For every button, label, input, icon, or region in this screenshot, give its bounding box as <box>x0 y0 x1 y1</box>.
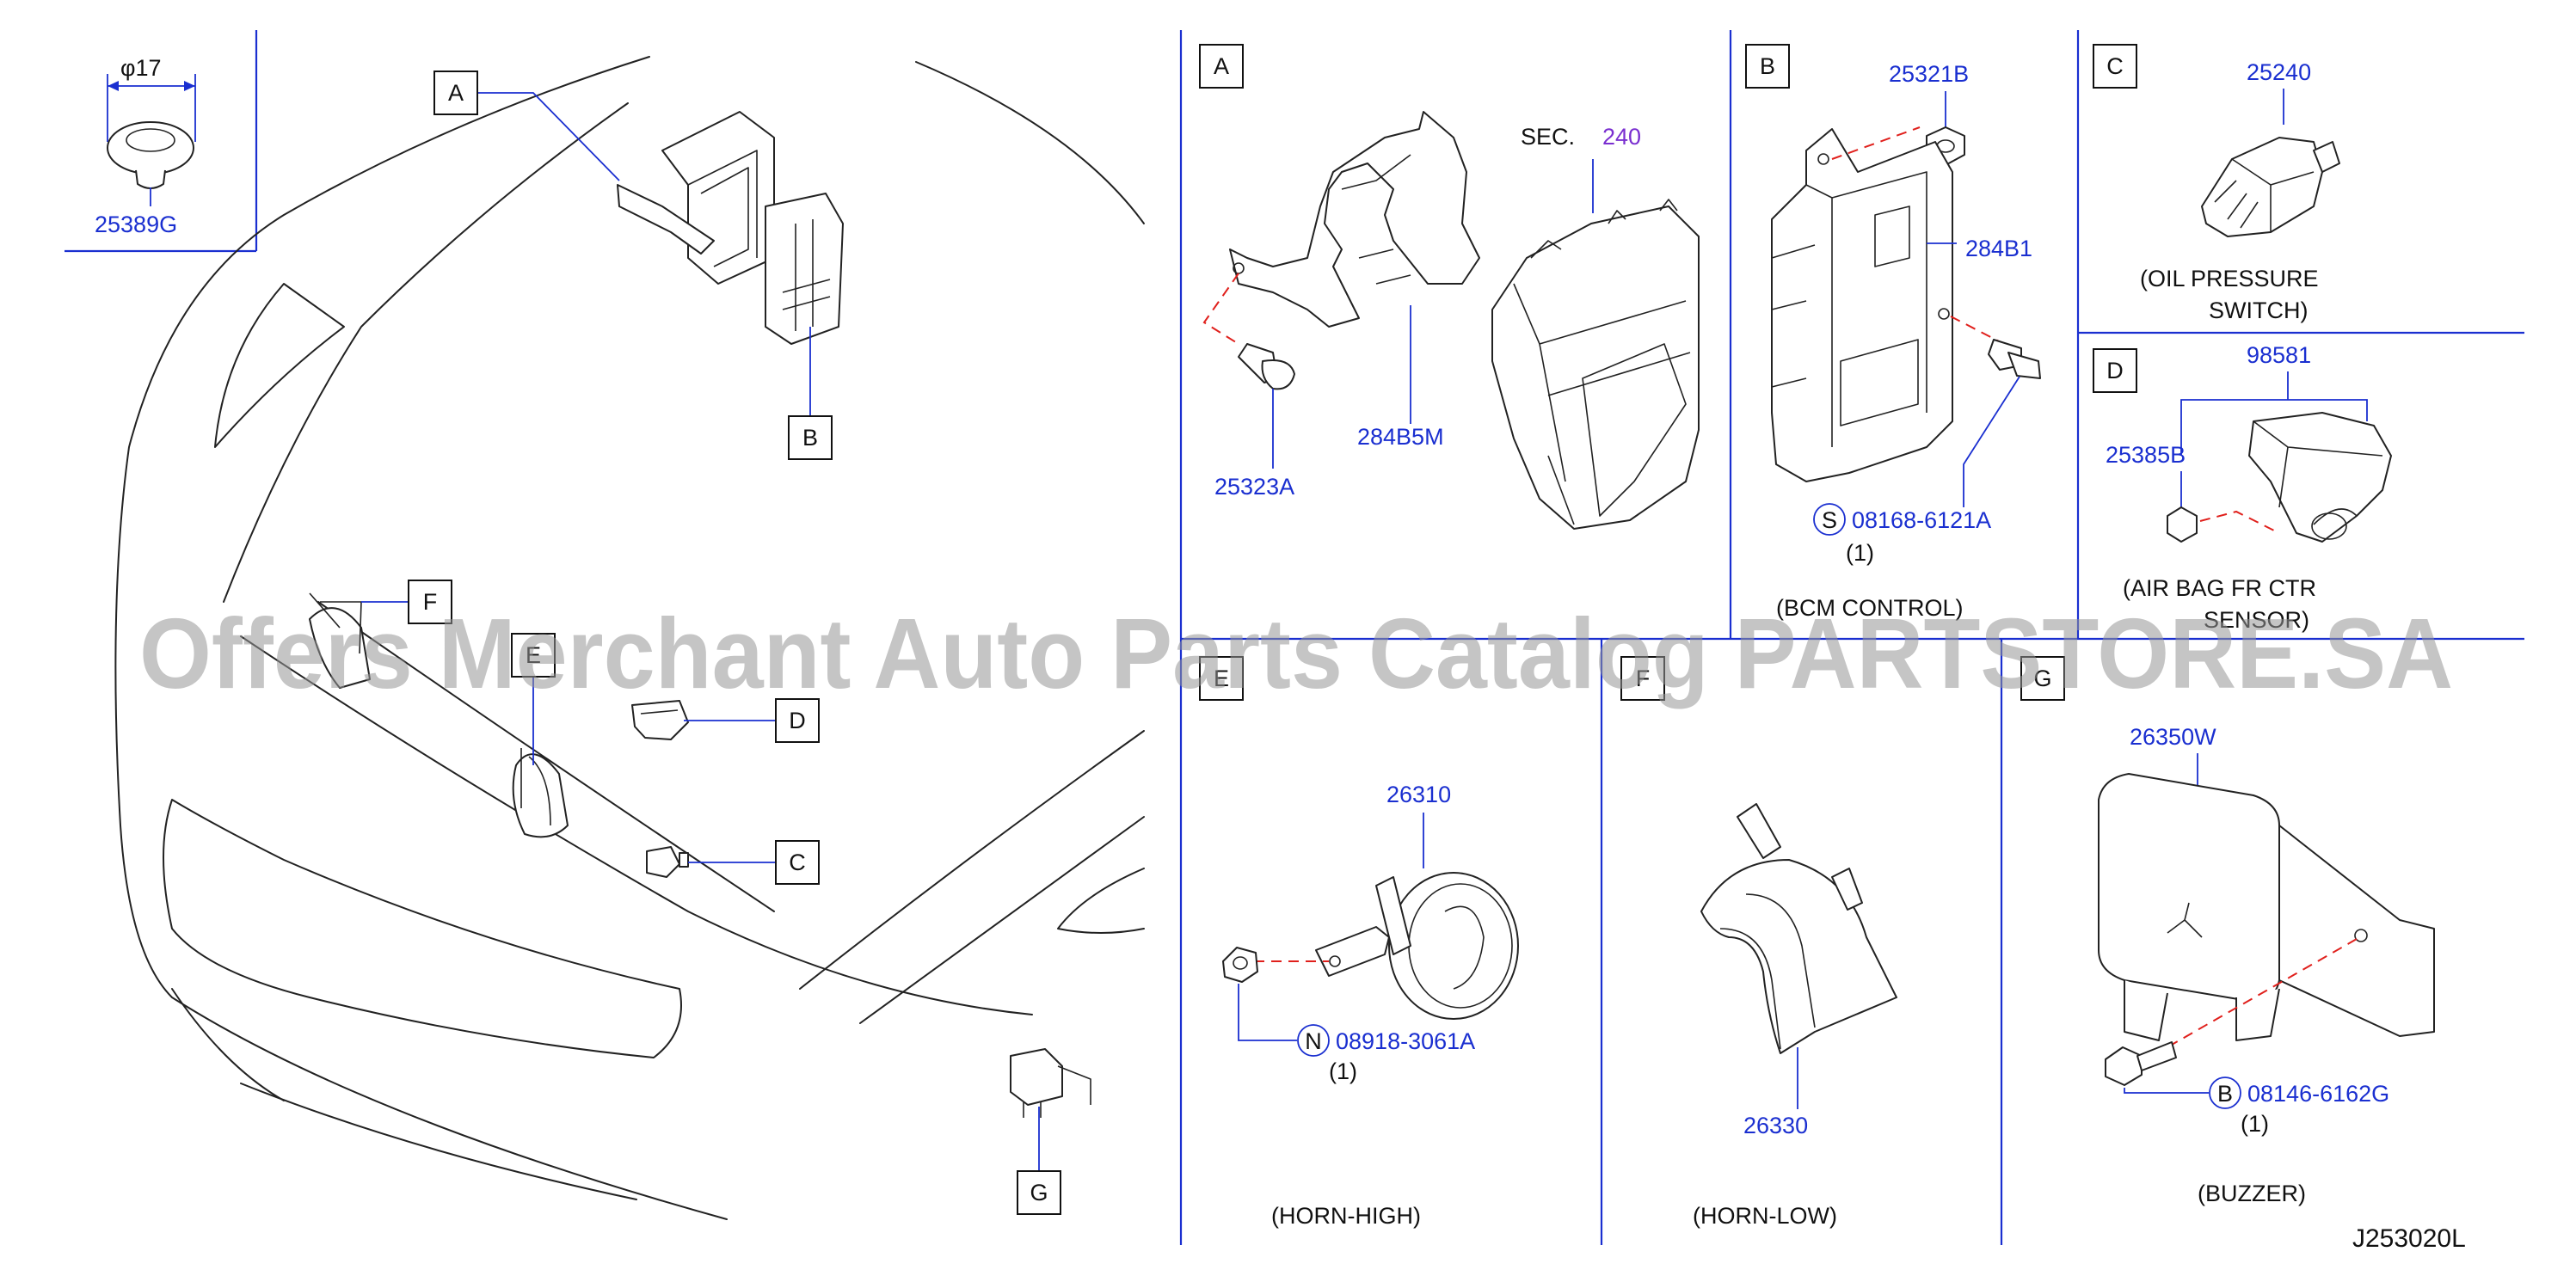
part-number-08168-6121a[interactable]: 08168-6121A <box>1852 507 1991 533</box>
callout-label-e: E <box>526 642 541 668</box>
panel-a-letter: A <box>1214 53 1229 79</box>
nut-prefix-n: N <box>1305 1028 1322 1054</box>
panel-f-tag <box>1620 656 1665 701</box>
clip-head <box>107 121 194 175</box>
overview-oil-pressure-switch <box>646 846 689 878</box>
part-number-08146-6162g[interactable]: 08146-6162G <box>2247 1081 2389 1107</box>
part-number-25321b[interactable]: 25321B <box>1889 61 1969 87</box>
nut-25385b <box>2167 506 2198 543</box>
overview-callouts: A B C D E F G <box>361 71 1061 1215</box>
callout-label-c: C <box>789 850 806 875</box>
callout-box-d[interactable] <box>775 698 820 743</box>
part-number-284b5m[interactable]: 284B5M <box>1357 424 1444 450</box>
overview-bcm-assembly <box>617 111 844 345</box>
panel-g-letter: G <box>2033 666 2051 691</box>
buzzer-26350w <box>2098 773 2280 1003</box>
horn-high <box>1388 872 1519 1020</box>
vehicle-overview <box>114 56 1145 1220</box>
part-number-26330[interactable]: 26330 <box>1743 1113 1808 1138</box>
part-number-08918-3061a[interactable]: 08918-3061A <box>1336 1028 1475 1054</box>
overview-buzzer <box>1010 1048 1091 1118</box>
bolt-08146-6162g <box>2105 1046 2143 1086</box>
body-outline <box>114 56 728 1220</box>
qty-horn-nut: (1) <box>1329 1058 1357 1084</box>
bolt-prefix-s: S <box>1822 507 1837 533</box>
part-number-clip[interactable]: 25389G <box>95 212 177 237</box>
callout-box-e[interactable] <box>511 633 556 678</box>
callout-box-f[interactable] <box>408 580 452 624</box>
panel-c: C 25240 (OIL PRESSURE SWITCH) <box>2093 44 2340 323</box>
callout-box-g[interactable] <box>1017 1170 1061 1215</box>
caption-bcm-control: (BCM CONTROL) <box>1776 595 1964 621</box>
clip-group: φ17 25389G <box>95 55 196 237</box>
callout-label-f: F <box>423 589 438 615</box>
panel-a-tag <box>1199 44 1244 89</box>
panel-c-tag <box>2093 44 2137 89</box>
overview-horn-high <box>512 748 569 838</box>
panel-c-letter: C <box>2106 53 2124 79</box>
panel-g-tag <box>2020 656 2065 701</box>
airbag-sensor <box>2248 412 2392 543</box>
panel-b-tag <box>1745 44 1790 89</box>
panel-d-letter: D <box>2106 358 2124 383</box>
caption-airbag-2: SENSOR) <box>2204 607 2309 633</box>
caption-oil-pressure-1: (OIL PRESSURE <box>2140 266 2319 291</box>
callout-box-a[interactable] <box>433 71 478 115</box>
callout-label-d: D <box>789 708 806 733</box>
callout-label-b: B <box>802 425 818 451</box>
horn-low <box>1700 859 1897 1054</box>
caption-airbag-1: (AIR BAG FR CTR <box>2123 575 2316 601</box>
callout-box-b[interactable] <box>788 415 833 460</box>
panel-frames <box>65 30 2524 1245</box>
overview-airbag-sensor <box>631 700 689 740</box>
panel-b-letter: B <box>1760 53 1775 79</box>
caption-horn-high: (HORN-HIGH) <box>1271 1203 1421 1229</box>
part-number-26350w[interactable]: 26350W <box>2130 724 2216 750</box>
panel-f: F 26330 (HORN-LOW) <box>1620 656 1897 1229</box>
front-grille <box>163 799 682 1058</box>
caption-buzzer: (BUZZER) <box>2198 1181 2306 1206</box>
nut-08918-3061a <box>1222 947 1258 983</box>
panel-f-letter: F <box>1636 666 1651 691</box>
sec-prefix: SEC. <box>1521 124 1575 150</box>
panel-d: D 98581 25385B (AIR BAG FR CTR SENSOR) <box>2093 342 2392 633</box>
panel-d-tag <box>2093 348 2137 393</box>
bracket-284b5m <box>1229 111 1480 328</box>
part-number-25323a[interactable]: 25323A <box>1214 474 1294 500</box>
part-number-98581[interactable]: 98581 <box>2247 342 2311 368</box>
bcm-284b1 <box>1771 128 1953 482</box>
caption-oil-pressure-2: SWITCH) <box>2209 298 2308 323</box>
part-number-26310[interactable]: 26310 <box>1386 782 1451 807</box>
clip-dimension: φ17 <box>120 55 162 81</box>
panel-g: G 26350W B 08146-6162G (1) (BUZZER) <box>2020 656 2435 1206</box>
sec-number-link[interactable]: 240 <box>1602 124 1641 150</box>
caption-horn-low: (HORN-LOW) <box>1693 1203 1837 1229</box>
part-number-25385b[interactable]: 25385B <box>2106 442 2186 468</box>
qty-buzzer-bolt: (1) <box>2241 1111 2269 1137</box>
watermark: Offers Merchant Auto Parts Catalog PARTS… <box>139 598 2453 709</box>
panel-e-letter: E <box>1214 666 1229 691</box>
diagram-id: J253020L <box>2352 1224 2466 1253</box>
panel-b: B 25321B 284B1 S 08168-6121A (1) (BCM CO… <box>1745 44 2041 621</box>
panel-e-tag <box>1199 656 1244 701</box>
callout-label-a: A <box>448 80 464 106</box>
callout-box-c[interactable] <box>775 840 820 885</box>
panel-e: E 26310 N 08918-3061A (1) (HORN-HIGH) <box>1199 656 1519 1229</box>
qty-bcm-bolt: (1) <box>1846 540 1874 566</box>
panel-a: A 25323A 284B5M SEC. 240 <box>1199 44 1700 530</box>
callout-label-g: G <box>1030 1180 1048 1205</box>
dimension-arrow-right <box>184 81 195 91</box>
oil-pressure-switch <box>2201 137 2323 237</box>
bolt-prefix-b: B <box>2217 1081 2233 1107</box>
bolt-25323a <box>1261 359 1295 390</box>
overview-horn-low <box>309 592 371 689</box>
part-number-25240[interactable]: 25240 <box>2247 59 2311 85</box>
part-number-284b1[interactable]: 284B1 <box>1965 236 2032 261</box>
ecu-sec240 <box>1491 206 1700 530</box>
dimension-arrow-left <box>108 81 119 91</box>
